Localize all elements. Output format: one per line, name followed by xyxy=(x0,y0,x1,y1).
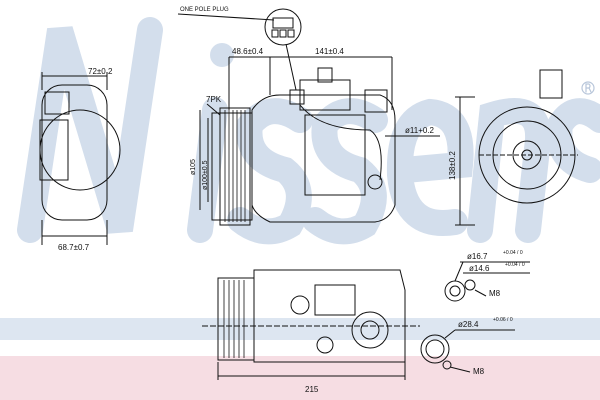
fitting-large xyxy=(420,329,515,373)
dim-11-label: ø11+0.2 xyxy=(405,126,435,135)
plug-label: ONE POLE PLUG xyxy=(180,7,229,13)
dim-16-7-label: ø16.7 xyxy=(467,252,488,261)
thread-m8-label-2: M8 xyxy=(473,367,485,376)
belt-label: 7PK xyxy=(206,95,222,104)
side-view-left xyxy=(39,72,121,245)
tol-14-6-label: +0.04 / 0 xyxy=(505,262,525,268)
thread-m8-label-1: M8 xyxy=(489,289,501,298)
tol-28-4-label: +0.06 / 0 xyxy=(493,317,513,323)
dim-138-label: 138±0.2 xyxy=(448,151,457,180)
dim-68-7-label: 68.7±0.7 xyxy=(58,243,90,252)
end-view-right xyxy=(455,69,578,226)
dim-48-6-label: 48.6±0.4 xyxy=(232,47,264,56)
fitting-small xyxy=(444,261,530,302)
dim-28-4-label: ø28.4 xyxy=(458,320,479,329)
front-view xyxy=(177,8,440,226)
dim-105-label: ø105 xyxy=(190,159,197,175)
bottom-view xyxy=(202,269,420,380)
dim-215-label: 215 xyxy=(305,385,319,394)
background-band-pink xyxy=(0,356,600,400)
tol-16-7-label: +0.04 / 0 xyxy=(503,250,523,256)
dim-100-label: ø100±0.5 xyxy=(202,160,209,190)
registered-mark xyxy=(581,81,595,95)
dim-14-6-label: ø14.6 xyxy=(469,264,490,273)
dim-141-label: 141±0.4 xyxy=(315,47,344,56)
dim-72-label: 72±0.2 xyxy=(88,67,113,76)
